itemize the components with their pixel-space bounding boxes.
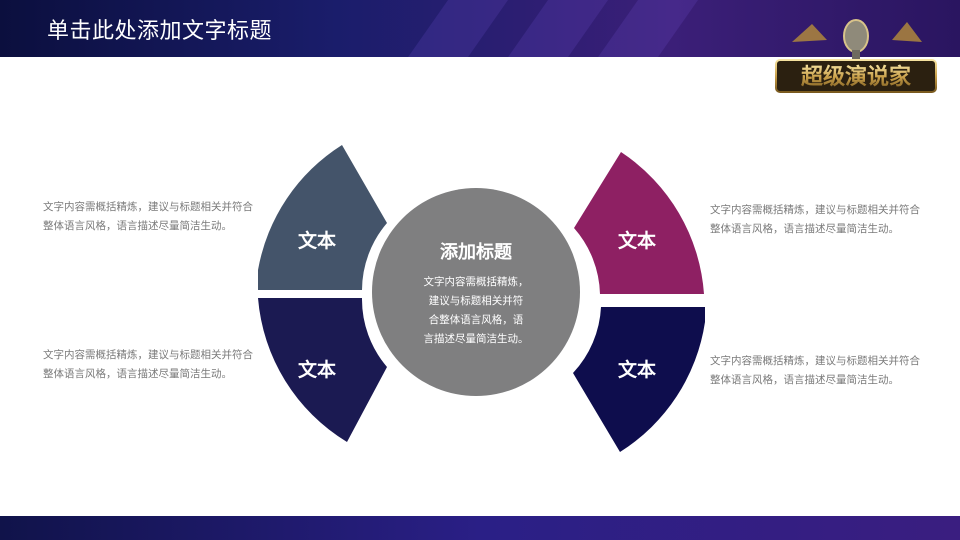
note-top-right[interactable]: 文字内容需概括精炼，建议与标题相关并符合整体语言风格，语言描述尽量简洁生动。 bbox=[710, 204, 920, 235]
footer-bar bbox=[0, 516, 960, 540]
petal-label-top-left: 文本 bbox=[298, 229, 336, 252]
petal-bottom-left[interactable] bbox=[258, 298, 387, 442]
show-logo: 超级演说家 bbox=[775, 19, 937, 93]
microphone-handle bbox=[852, 50, 860, 62]
logo-plate bbox=[775, 59, 937, 93]
note-bottom-right[interactable]: 文字内容需概括精炼，建议与标题相关并符合整体语言风格，语言描述尽量简洁生动。 bbox=[710, 355, 920, 386]
logo-ray bbox=[792, 24, 827, 42]
note-top-left[interactable]: 文字内容需概括精炼，建议与标题相关并符合整体语言风格，语言描述尽量简洁生动。 bbox=[43, 201, 253, 232]
center-line-3: 合整体语言风格，语 bbox=[429, 313, 524, 326]
logo-text: 超级演说家 bbox=[801, 64, 912, 90]
center-line-2: 建议与标题相关并符 bbox=[429, 294, 524, 307]
petal-bottom-right[interactable] bbox=[573, 307, 705, 452]
center-circle[interactable] bbox=[372, 188, 580, 396]
center-line-4: 言描述尽量简洁生动。 bbox=[424, 332, 529, 345]
petal-label-bottom-right: 文本 bbox=[618, 358, 656, 381]
logo-ray bbox=[892, 22, 922, 42]
petal-label-top-right: 文本 bbox=[618, 229, 656, 252]
petal-top-left[interactable] bbox=[258, 145, 387, 290]
header-bar: 单击此处添加文字标题 bbox=[0, 0, 960, 57]
center-line-1: 文字内容需概括精炼， bbox=[424, 275, 529, 288]
note-bottom-left[interactable]: 文字内容需概括精炼，建议与标题相关并符合整体语言风格，语言描述尽量简洁生动。 bbox=[43, 349, 253, 380]
petal-label-bottom-left: 文本 bbox=[298, 358, 336, 381]
petal-top-right[interactable] bbox=[574, 152, 704, 294]
slide-title[interactable]: 单击此处添加文字标题 bbox=[47, 19, 273, 44]
center-title: 添加标题 bbox=[440, 241, 513, 263]
